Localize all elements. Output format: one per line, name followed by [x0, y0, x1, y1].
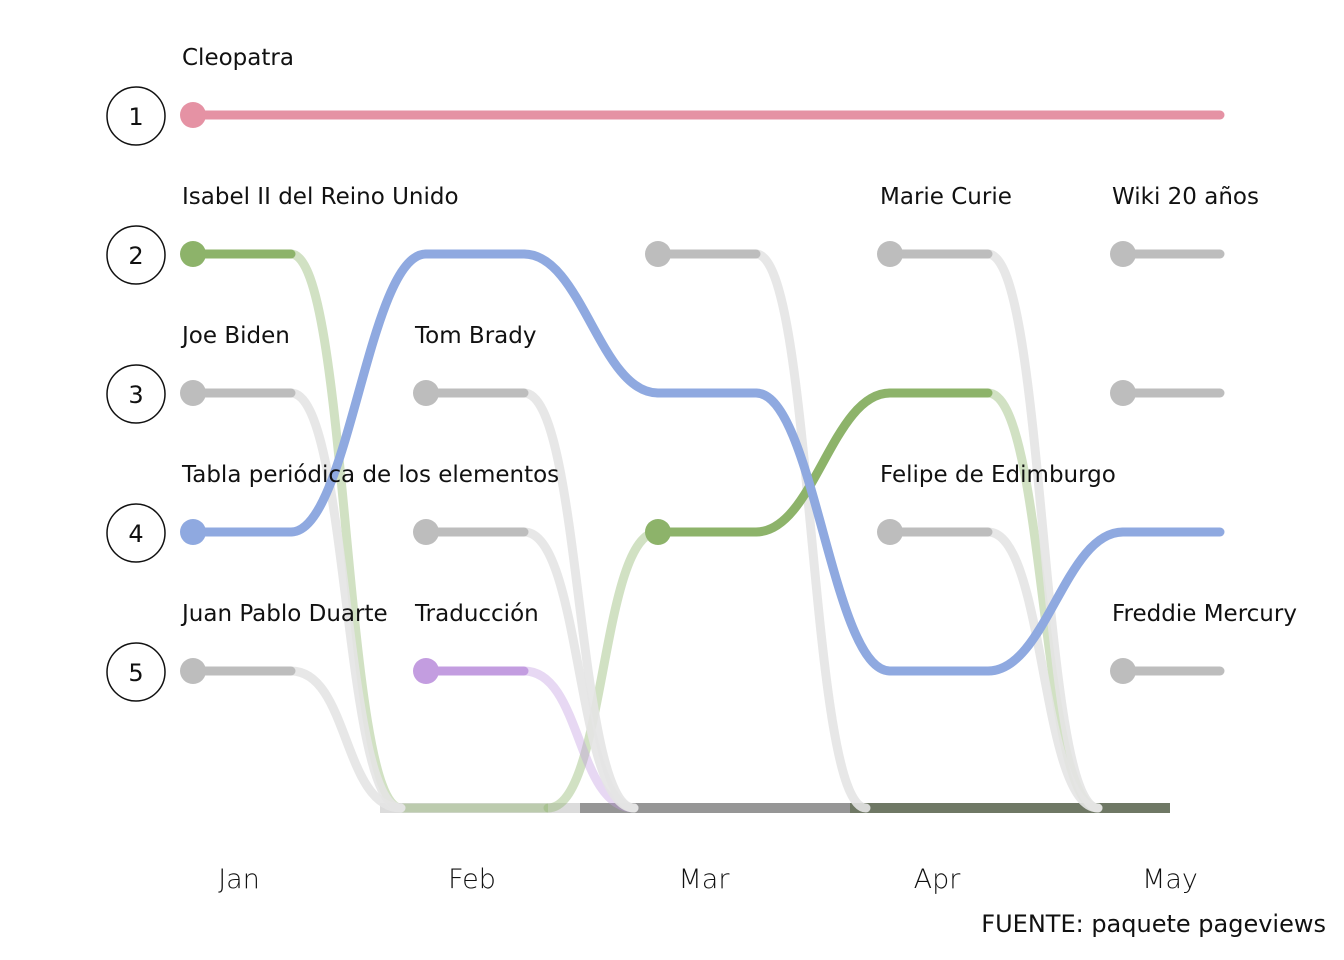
label-cleopatra: Cleopatra	[182, 45, 294, 71]
dot-layer	[180, 102, 1136, 684]
dot-entry-12-may	[1110, 380, 1136, 406]
label-wiki-20-anos: Wiki 20 años	[1112, 184, 1259, 210]
rank-number-3: 3	[128, 381, 143, 409]
rank-number-5: 5	[128, 659, 143, 687]
dot-marie-curie-apr	[877, 241, 903, 267]
label-joe-biden: Joe Biden	[180, 323, 290, 349]
label-tom-brady: Tom Brady	[414, 323, 536, 349]
dot-juan-pablo-duarte-jan	[180, 658, 206, 684]
dot-traduccion-feb	[413, 658, 439, 684]
transition-isabel-ii-del-reino-unido-mar	[751, 388, 895, 537]
rank-markers: 1 2 3 4 5	[106, 86, 166, 702]
dot-tabla-periodica-de-los-elementos-jan	[180, 519, 206, 545]
dot-cleopatra-jan	[180, 102, 206, 128]
transition-tabla-periodica-de-los-elementos-jan	[286, 249, 431, 537]
rise-isabel-ii-del-reino-unido-mar	[543, 527, 663, 813]
label-traduccion: Traducción	[414, 601, 539, 627]
dot-joe-biden-jan	[180, 380, 206, 406]
month-label-mar: Mar	[679, 864, 731, 895]
transition-tabla-periodica-de-los-elementos-apr	[983, 527, 1128, 676]
dot-freddie-mercury-may	[1110, 658, 1136, 684]
dot-wiki-20-anos-may	[1110, 241, 1136, 267]
drop-isabel-ii-del-reino-unido-apr	[983, 388, 1103, 813]
dot-felipe-de-edimburgo-apr	[877, 519, 903, 545]
drop-marie-curie-apr	[983, 249, 1103, 813]
drop-isabel-ii-del-reino-unido-jan	[286, 249, 406, 813]
source-note: FUENTE: paquete pageviews	[981, 910, 1326, 938]
dot-entry-7-feb	[413, 519, 439, 545]
highlight-layer	[188, 110, 1225, 676]
month-axis: Jan Feb Mar Apr May	[218, 864, 1198, 895]
rank-circle-3	[106, 364, 166, 424]
dot-isabel-ii-del-reino-unido-mar	[645, 519, 671, 545]
drop-entry-8-mar	[751, 249, 871, 813]
month-label-feb: Feb	[448, 864, 496, 895]
dot-entry-8-mar	[645, 241, 671, 267]
dot-isabel-ii-del-reino-unido-jan	[180, 241, 206, 267]
rank-circle-1	[106, 86, 166, 146]
drop-felipe-de-edimburgo-apr	[983, 527, 1103, 813]
month-label-jan: Jan	[218, 864, 260, 895]
label-marie-curie: Marie Curie	[880, 184, 1012, 210]
rank-number-2: 2	[128, 242, 143, 270]
month-label-may: May	[1142, 864, 1198, 895]
drop-joe-biden-jan	[286, 388, 406, 813]
transition-tabla-periodica-de-los-elementos-mar	[751, 388, 895, 676]
transition-layer	[286, 249, 1103, 813]
drop-entry-7-feb	[519, 527, 639, 813]
drop-juan-pablo-duarte-jan	[286, 666, 406, 813]
label-juan-pablo-duarte: Juan Pablo Duarte	[180, 601, 388, 627]
dot-tom-brady-feb	[413, 380, 439, 406]
rank-circle-4	[106, 503, 166, 563]
segment-layer	[188, 249, 1225, 676]
month-label-apr: Apr	[914, 864, 962, 895]
label-freddie-mercury: Freddie Mercury	[1112, 601, 1297, 627]
label-tabla-periodica-de-los-elementos: Tabla periódica de los elementos	[181, 462, 559, 488]
rank-number-1: 1	[128, 103, 143, 131]
transition-tabla-periodica-de-los-elementos-feb	[519, 249, 663, 398]
rank-number-4: 4	[128, 520, 143, 548]
rank-circle-2	[106, 225, 166, 285]
rank-circle-5	[106, 642, 166, 702]
label-isabel-ii-del-reino-unido: Isabel II del Reino Unido	[182, 184, 459, 210]
label-felipe-de-edimburgo: Felipe de Edimburgo	[880, 462, 1116, 488]
